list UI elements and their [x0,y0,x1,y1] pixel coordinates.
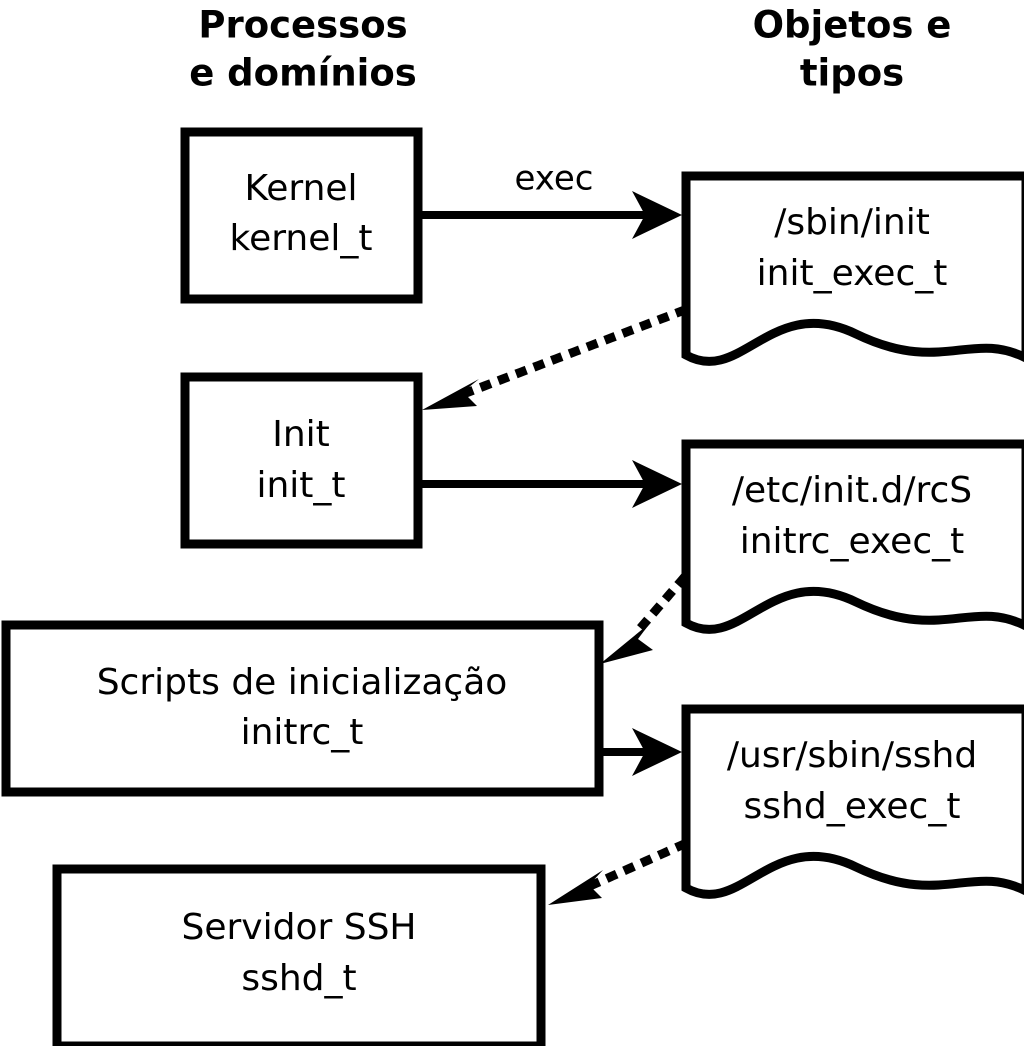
node-initrc-exec-document[interactable] [681,439,1024,634]
node-kernel-line1: Kernel [244,168,357,209]
node-init[interactable]: Init init_t [180,372,423,549]
column-header-processes: Processos e domínios [189,4,417,95]
edge-init-exec-to-init-line [460,305,688,399]
node-kernel-box[interactable] [180,127,423,304]
edge-sshd-exec-to-sshd [548,839,688,905]
edge-initrc-to-sshd-exec-arrowhead [632,728,682,776]
node-init-exec-document[interactable] [681,171,1024,366]
column-header-objects: Objetos e tipos [753,4,952,95]
node-sshd-exec-line2: sshd_exec_t [744,786,961,827]
node-kernel-line2: kernel_t [230,218,373,259]
node-sshd-exec[interactable]: /usr/sbin/sshd sshd_exec_t [681,704,1024,899]
node-initrc-line1: Scripts de inicialização [97,662,508,703]
node-sshd[interactable]: Servidor SSH sshd_t [52,864,546,1046]
node-init-line1: Init [272,414,330,455]
node-sshd-line1: Servidor SSH [181,907,416,948]
node-kernel[interactable]: Kernel kernel_t [180,127,423,304]
node-init-exec-line2: init_exec_t [757,253,948,294]
node-sshd-exec-line1: /usr/sbin/sshd [727,735,977,776]
edge-init-to-initrc-exec [422,460,682,508]
edge-sshd-exec-to-sshd-line [584,839,688,892]
edge-init-exec-to-init [422,305,688,410]
node-init-exec[interactable]: /sbin/init init_exec_t [681,171,1024,366]
edge-sshd-exec-to-sshd-arrowhead [548,870,603,905]
node-initrc-exec-line2: initrc_exec_t [740,521,965,562]
edge-kernel-to-init-exec-arrowhead [632,191,682,239]
node-initrc-line2: initrc_t [241,712,364,753]
edge-label-exec: exec [514,159,593,199]
node-initrc-box[interactable] [1,620,604,797]
edge-init-to-initrc-exec-arrowhead [632,460,682,508]
node-sshd-line2: sshd_t [241,958,356,999]
edge-initrc-exec-to-initrc [600,573,689,664]
node-sshd-box[interactable] [52,864,546,1046]
node-sshd-exec-document[interactable] [681,704,1024,899]
column-header-objects-line2: tipos [800,52,904,95]
node-initrc-exec-line1: /etc/init.d/rcS [732,470,972,511]
edge-kernel-to-init-exec: exec [422,159,682,239]
node-init-box[interactable] [180,372,423,549]
node-init-exec-line1: /sbin/init [774,202,930,243]
column-header-processes-line1: Processos [198,4,407,47]
edge-initrc-exec-to-initrc-line [630,573,689,639]
column-header-objects-line1: Objetos e [753,4,952,47]
node-init-line2: init_t [256,465,345,506]
node-initrc-exec[interactable]: /etc/init.d/rcS initrc_exec_t [681,439,1024,634]
edge-init-exec-to-init-arrowhead [422,379,479,410]
edge-initrc-exec-to-initrc-arrowhead [600,623,653,664]
edge-initrc-to-sshd-exec [603,728,682,776]
node-initrc[interactable]: Scripts de inicialização initrc_t [1,620,604,797]
column-header-processes-line2: e domínios [189,52,417,95]
